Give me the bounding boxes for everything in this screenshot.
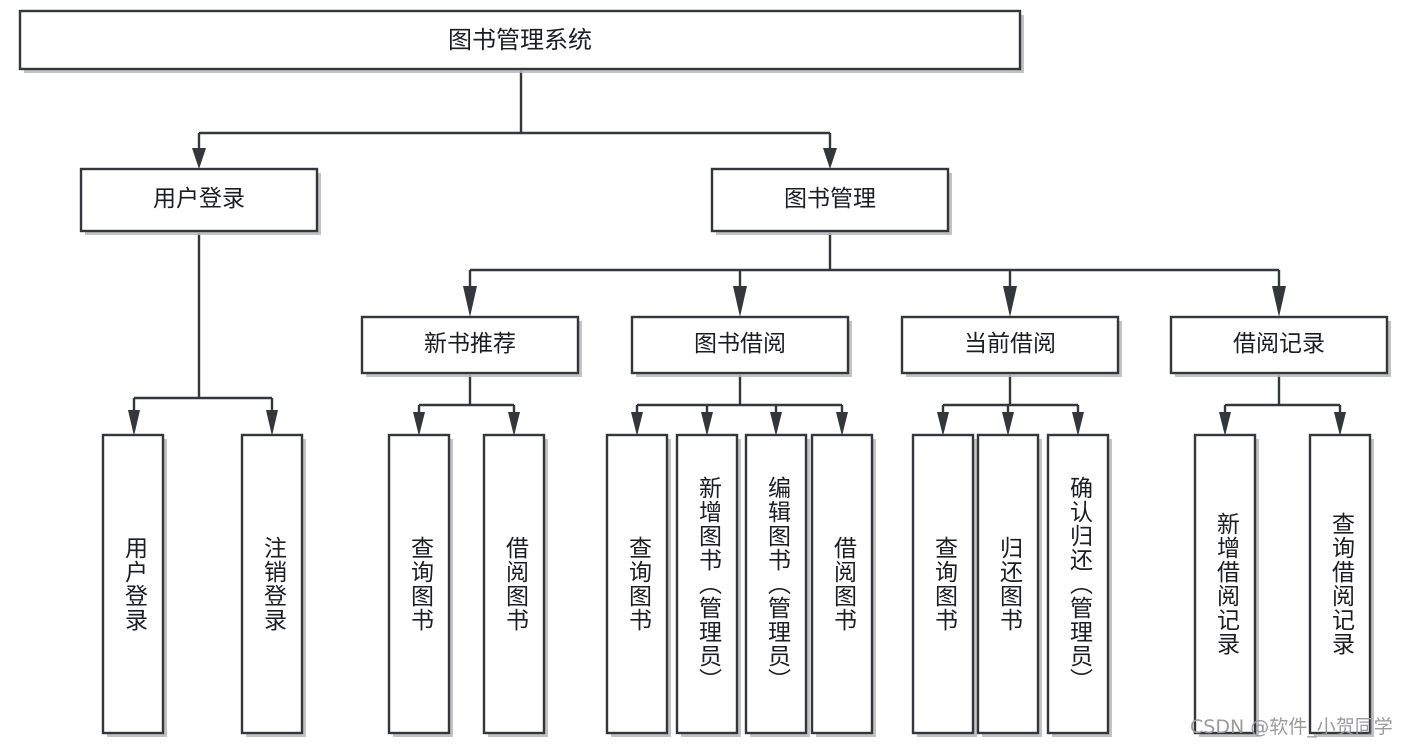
arrow-leaf-record-add: [1219, 412, 1231, 436]
node-box-leaf-10[interactable]: [1046, 433, 1110, 735]
arrow-leaf-borrow-lend: [836, 412, 848, 436]
arrow-leaf-record-query: [1334, 412, 1346, 436]
node-box-leaf-5[interactable]: [675, 433, 739, 735]
node-box-leaf-9[interactable]: [976, 433, 1040, 735]
node-box-book-mgmt[interactable]: [710, 167, 950, 233]
node-box-leaf-2[interactable]: [387, 433, 451, 735]
arrow-leaf-user-logout: [266, 410, 278, 436]
arrow-leaf-borrow-query: [631, 412, 643, 436]
node-box-book-borrow[interactable]: [630, 315, 850, 375]
arrow-to-new-book-rec: [463, 286, 477, 317]
arrow-to-current-borrow: [1003, 286, 1017, 317]
node-box-leaf-3[interactable]: [482, 433, 546, 735]
node-box-leaf-0[interactable]: [101, 433, 165, 735]
arrow-leaf-current-return: [1002, 412, 1014, 436]
arrow-leaf-borrow-add: [701, 412, 713, 436]
arrow-leaf-rec-borrow: [508, 412, 520, 436]
node-box-leaf-6[interactable]: [744, 433, 808, 735]
node-box-leaf-12[interactable]: [1308, 433, 1372, 735]
arrow-to-user-login: [192, 148, 206, 169]
arrow-leaf-borrow-edit: [770, 412, 782, 436]
connector-layer: [128, 71, 1346, 436]
node-box-user-login[interactable]: [79, 167, 319, 233]
node-box-leaf-11[interactable]: [1193, 433, 1257, 735]
watermark-text: CSDN @软件_小贺同学: [1190, 716, 1393, 738]
node-box-root[interactable]: [18, 9, 1022, 71]
node-box-leaf-1[interactable]: [240, 433, 304, 735]
arrow-to-book-borrow: [733, 286, 747, 317]
node-box-leaf-7[interactable]: [810, 433, 874, 735]
arrow-leaf-rec-query: [413, 412, 425, 436]
node-box-leaf-8[interactable]: [911, 433, 975, 735]
arrow-leaf-current-confirm: [1072, 412, 1084, 436]
node-box-current-borrow[interactable]: [900, 315, 1120, 375]
arrow-leaf-user-login: [128, 410, 140, 436]
arrow-leaf-current-query: [937, 412, 949, 436]
node-box-borrow-record[interactable]: [1169, 315, 1389, 375]
arrow-to-book-mgmt: [823, 148, 837, 169]
node-box-new-book-rec[interactable]: [360, 315, 580, 375]
node-layer: [18, 9, 1391, 737]
arrow-to-borrow-record: [1272, 286, 1286, 317]
node-box-leaf-4[interactable]: [605, 433, 669, 735]
